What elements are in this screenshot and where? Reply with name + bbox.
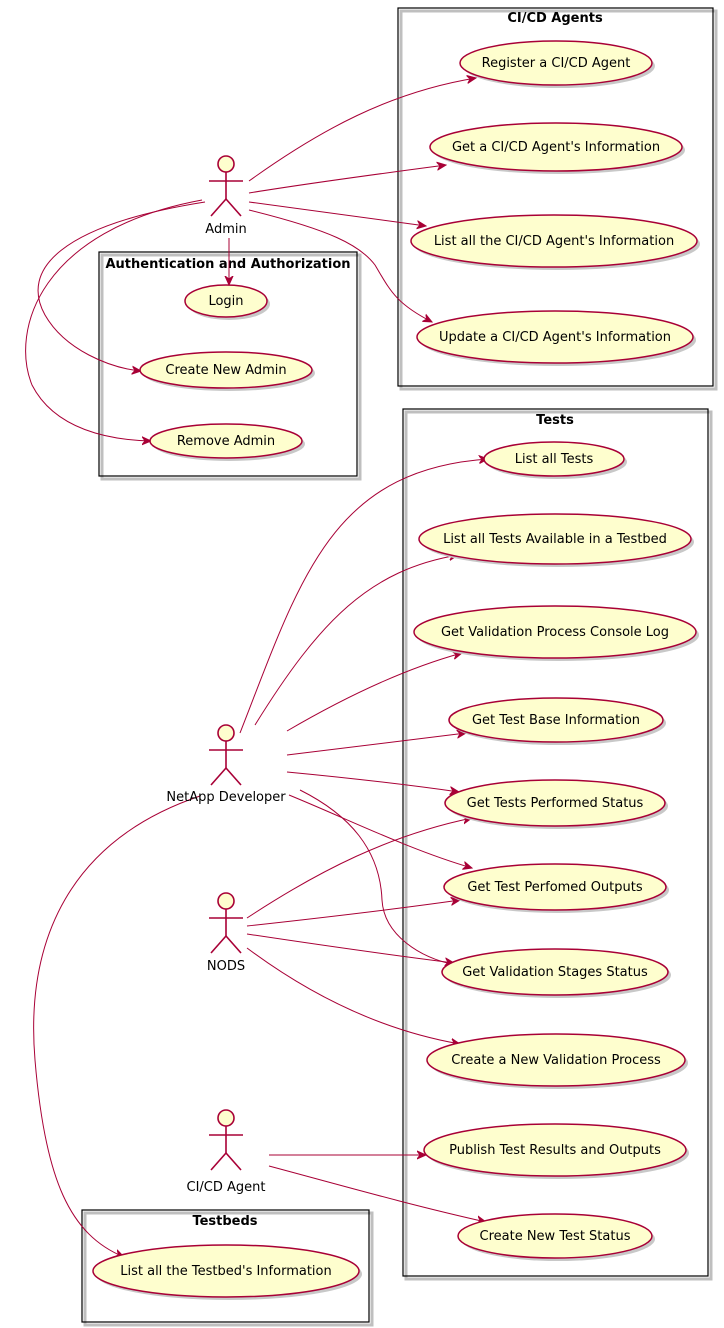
usecase-create-admin: Create New Admin bbox=[139, 351, 315, 391]
associations bbox=[25, 78, 488, 1257]
usecase-label: Create a New Validation Process bbox=[451, 1053, 661, 1068]
usecase-label: List all the CI/CD Agent's Information bbox=[434, 234, 674, 249]
edge-dev-test-base-info bbox=[286, 733, 466, 756]
edge-admin-list-agents-info bbox=[248, 201, 426, 226]
package-authentication: Authentication and Authorization bbox=[98, 251, 362, 481]
usecase-publish-results: Publish Test Results and Outputs bbox=[423, 1123, 689, 1179]
actor-label: NetApp Developer bbox=[166, 790, 286, 805]
actor-netapp-developer: NetApp Developer bbox=[166, 724, 286, 805]
usecase-new-test-status: Create New Test Status bbox=[457, 1213, 655, 1261]
package-testbeds: Testbeds bbox=[81, 1209, 374, 1327]
edge-dev-list-tests-testbed bbox=[254, 555, 458, 726]
edge-admin-remove-admin bbox=[25, 199, 203, 441]
usecase-test-base-info: Get Test Base Information bbox=[448, 697, 666, 745]
usecase-label: Get Validation Stages Status bbox=[462, 965, 648, 980]
usecase-label: Get Tests Performed Status bbox=[467, 796, 644, 811]
package-title-ci-cd-agents: CI/CD Agents bbox=[507, 11, 603, 26]
edge-dev-console-log bbox=[286, 653, 462, 732]
package-title-testbeds: Testbeds bbox=[192, 1214, 257, 1229]
actor-figure-icon bbox=[209, 1109, 243, 1171]
usecase-label: Create New Admin bbox=[165, 363, 286, 378]
usecase-tests-status: Get Tests Performed Status bbox=[444, 779, 668, 829]
usecase-update-agent-info: Update a CI/CD Agent's Information bbox=[416, 310, 696, 366]
usecase-label: Create New Test Status bbox=[480, 1229, 631, 1244]
usecase-list-testbeds: List all the Testbed's Information bbox=[92, 1244, 362, 1300]
usecase-new-validation: Create a New Validation Process bbox=[426, 1033, 688, 1089]
actor-nods: NODS bbox=[207, 892, 245, 974]
edge-nods-tests-status bbox=[246, 818, 472, 919]
usecase-label: Get Test Perfomed Outputs bbox=[467, 880, 642, 895]
edge-nods-new-validation bbox=[246, 947, 460, 1044]
actor-label: Admin bbox=[205, 222, 246, 237]
usecase-list-tests: List all Tests bbox=[483, 441, 627, 479]
package-ci-cd-agents: CI/CD Agents bbox=[397, 7, 718, 391]
usecase-console-log: Get Validation Process Console Log bbox=[413, 605, 699, 661]
edge-nods-stages-status bbox=[246, 933, 454, 963]
edge-admin-update-agent-info bbox=[248, 209, 432, 322]
usecase-label: List all the Testbed's Information bbox=[120, 1264, 331, 1279]
actor-figure-icon bbox=[209, 724, 243, 786]
edge-nods-test-outputs bbox=[246, 900, 460, 927]
package-title-authentication: Authentication and Authorization bbox=[105, 257, 350, 272]
usecase-get-agent-info: Get a CI/CD Agent's Information bbox=[429, 122, 685, 174]
edge-dev-list-testbeds bbox=[33, 795, 201, 1257]
usecase-list-agents-info: List all the CI/CD Agent's Information bbox=[410, 214, 700, 270]
usecase-label: List all Tests Available in a Testbed bbox=[443, 532, 667, 547]
usecase-label: Login bbox=[208, 294, 243, 309]
usecases: Register a CI/CD Agent Get a CI/CD Agent… bbox=[92, 40, 700, 1300]
usecase-register-agent: Register a CI/CD Agent bbox=[459, 40, 655, 88]
actor-label: NODS bbox=[207, 959, 245, 974]
usecase-stages-status: Get Validation Stages Status bbox=[441, 948, 671, 998]
edge-admin-create-admin bbox=[37, 201, 206, 371]
usecase-label: Get a CI/CD Agent's Information bbox=[452, 140, 660, 155]
edge-dev-stages-status bbox=[299, 789, 456, 965]
usecase-login: Login bbox=[184, 284, 270, 320]
edge-dev-tests-status bbox=[286, 771, 459, 792]
edge-dev-test-outputs bbox=[288, 794, 472, 868]
edge-admin-get-agent-info bbox=[248, 165, 446, 194]
usecase-label: Remove Admin bbox=[177, 434, 275, 449]
actor-figure-icon bbox=[209, 155, 243, 217]
usecase-test-outputs: Get Test Perfomed Outputs bbox=[443, 863, 669, 913]
package-title-tests: Tests bbox=[536, 413, 574, 428]
edge-admin-register-agent bbox=[248, 78, 476, 182]
actor-ci-cd-agent: CI/CD Agent bbox=[187, 1109, 266, 1195]
usecase-list-tests-testbed: List all Tests Available in a Testbed bbox=[418, 513, 694, 567]
package-tests: Tests bbox=[402, 408, 713, 1281]
actor-admin: Admin bbox=[205, 155, 247, 237]
usecase-label: List all Tests bbox=[515, 452, 594, 467]
usecase-label: Register a CI/CD Agent bbox=[482, 56, 631, 71]
usecase-label: Get Validation Process Console Log bbox=[441, 625, 669, 640]
usecase-label: Get Test Base Information bbox=[472, 713, 640, 728]
usecase-label: Publish Test Results and Outputs bbox=[449, 1143, 661, 1158]
usecase-remove-admin: Remove Admin bbox=[149, 423, 305, 461]
edge-dev-list-tests bbox=[239, 459, 488, 734]
usecase-label: Update a CI/CD Agent's Information bbox=[439, 330, 671, 345]
actor-label: CI/CD Agent bbox=[187, 1180, 266, 1195]
actor-figure-icon bbox=[209, 892, 243, 954]
edge-agent-new-test-status bbox=[268, 1165, 486, 1222]
